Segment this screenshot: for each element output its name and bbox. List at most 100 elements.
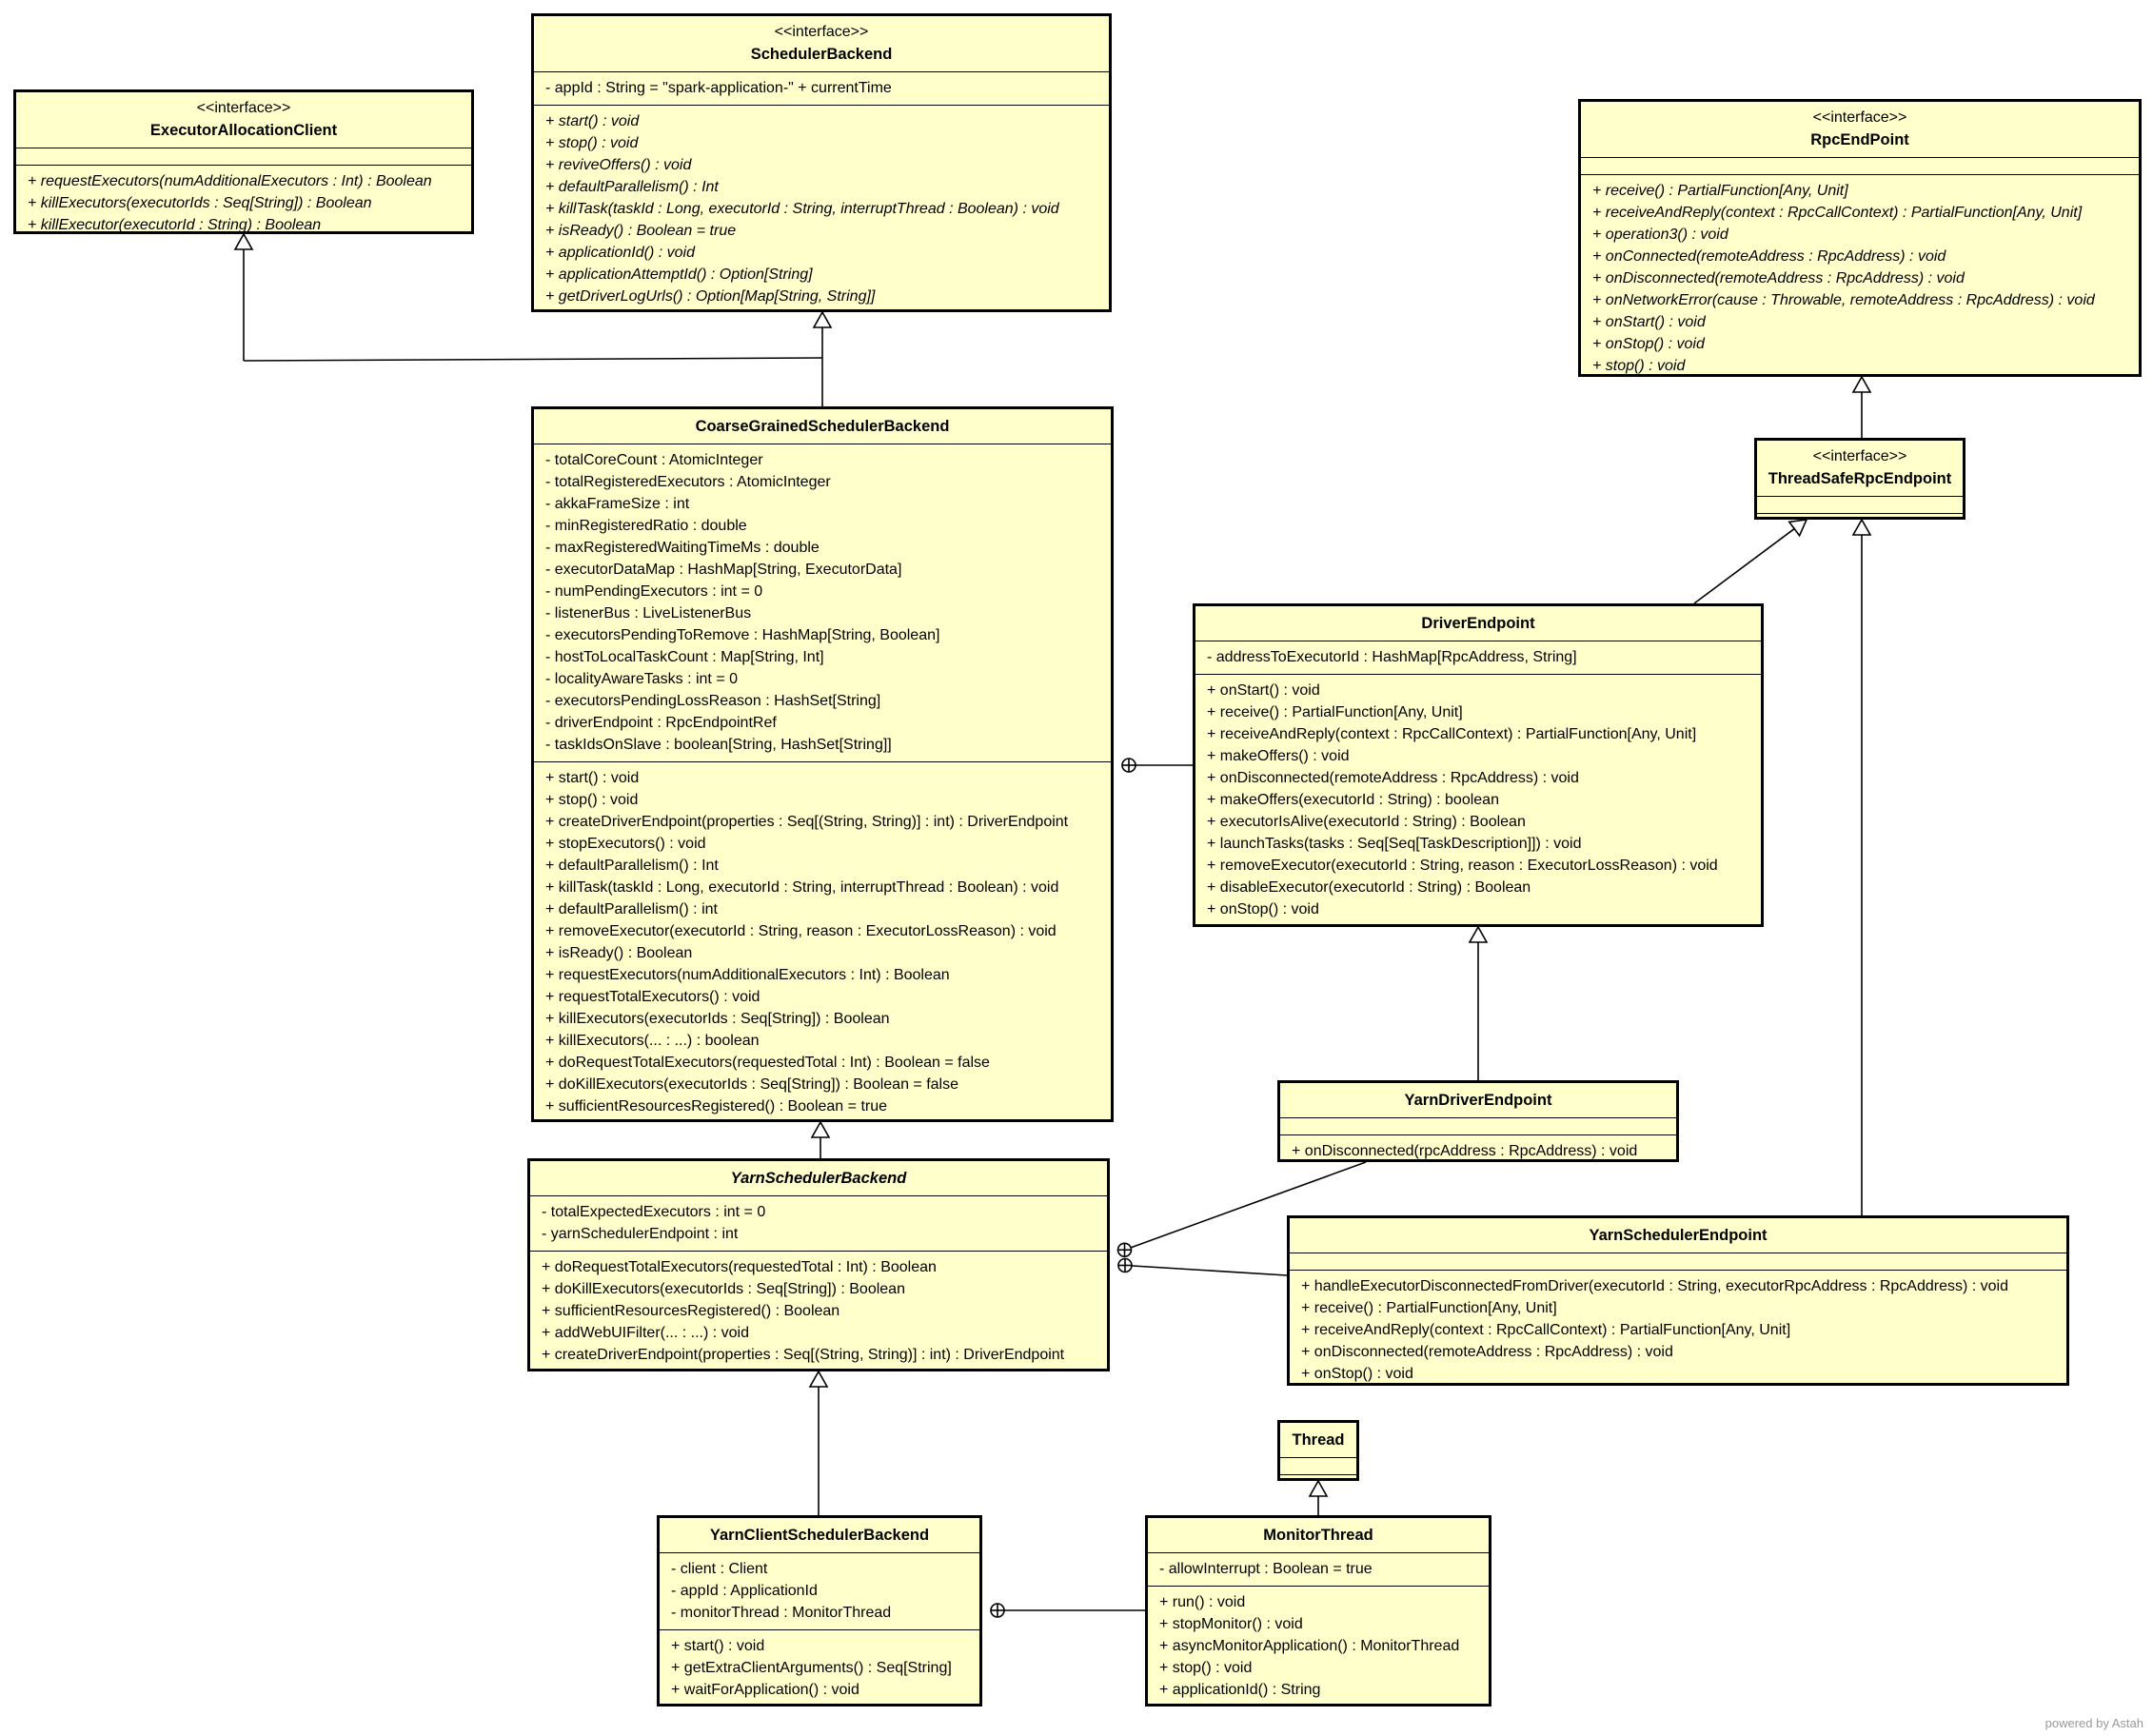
attribute-row: - taskIdsOnSlave : boolean[String, HashS… bbox=[545, 737, 892, 753]
class-header: CoarseGrainedSchedulerBackend bbox=[534, 409, 1111, 444]
operation-row: + isReady() : Boolean bbox=[545, 945, 693, 961]
operation-row: + killExecutor(executorId : String) : Bo… bbox=[28, 217, 322, 233]
attribute-row: - totalRegisteredExecutors : AtomicInteg… bbox=[545, 474, 831, 490]
generalization-arrowhead bbox=[1851, 375, 1872, 393]
generalization-arrowhead bbox=[810, 1120, 831, 1138]
class-name: Thread bbox=[1292, 1431, 1345, 1449]
class-executor-allocation-client[interactable]: <<interface>>ExecutorAllocationClient+ r… bbox=[13, 89, 474, 234]
attribute-compartment: - addressToExecutorId : HashMap[RpcAddre… bbox=[1195, 641, 1761, 675]
operation-row: + onDisconnected(remoteAddress : RpcAddr… bbox=[1301, 1344, 1673, 1360]
class-header: MonitorThread bbox=[1148, 1518, 1489, 1553]
attribute-compartment: - totalCoreCount : AtomicInteger - totalR… bbox=[534, 444, 1111, 762]
class-coarse-grained-scheduler-backend[interactable]: CoarseGrainedSchedulerBackend - totalCore… bbox=[531, 406, 1114, 1122]
operation-row: + doRequestTotalExecutors(requestedTotal… bbox=[542, 1259, 937, 1275]
class-name: ExecutorAllocationClient bbox=[149, 122, 338, 139]
operation-row: + executorIsAlive(executorId : String) :… bbox=[1207, 814, 1526, 830]
operation-compartment: + run() : void + stopMonitor() : void + as… bbox=[1148, 1587, 1489, 1706]
operation-row: + killTask(taskId : Long, executorId : S… bbox=[545, 201, 1059, 217]
class-name: CoarseGrainedSchedulerBackend bbox=[695, 418, 950, 435]
class-thread-safe-rpc-endpoint[interactable]: <<interface>> ThreadSafeRpcEndpoint bbox=[1754, 438, 1965, 520]
class-header: DriverEndpoint bbox=[1195, 606, 1761, 641]
operation-row: + receiveAndReply(context : RpcCallConte… bbox=[1592, 205, 2083, 221]
operation-row: + run() : void bbox=[1159, 1594, 1246, 1610]
class-name: MonitorThread bbox=[1263, 1527, 1373, 1544]
operation-row: + operation3() : void bbox=[1592, 227, 1728, 243]
class-yarn-scheduler-backend[interactable]: YarnSchedulerBackend - totalExpectedExecu… bbox=[527, 1158, 1110, 1371]
attribute-compartment bbox=[1280, 1118, 1676, 1135]
operation-row: + requestExecutors(numAdditionalExecutor… bbox=[28, 173, 432, 189]
generalization-edge-ycsb-to-ysb bbox=[808, 1370, 829, 1515]
class-name: YarnSchedulerBackend bbox=[730, 1170, 907, 1187]
class-driver-endpoint[interactable]: DriverEndpoint - addressToExecutorId : Ha… bbox=[1193, 603, 1764, 927]
operation-row: + start() : void bbox=[545, 770, 640, 786]
class-rpc-end-point[interactable]: <<interface>>RpcEndPoint+ receive() : Pa… bbox=[1578, 99, 2142, 377]
class-stereotype: <<interface>> bbox=[774, 24, 869, 40]
operation-row: + receive() : PartialFunction[Any, Unit] bbox=[1592, 183, 1848, 199]
operation-row: + removeExecutor(executorId : String, re… bbox=[1207, 858, 1718, 874]
footer-text: powered by Astah bbox=[2044, 1716, 2143, 1730]
nesting-edge-yse-to-ysb bbox=[1117, 1257, 1288, 1276]
attribute-compartment bbox=[16, 148, 471, 166]
class-yarn-driver-endpoint[interactable]: YarnDriverEndpoint + onDisconnected(rpcAd… bbox=[1277, 1080, 1679, 1162]
operation-row: + killExecutors(executorIds : Seq[String… bbox=[28, 195, 372, 211]
operation-row: + start() : void bbox=[671, 1638, 765, 1654]
operation-row: + onStop() : void bbox=[1301, 1366, 1413, 1382]
attribute-row: - yarnSchedulerEndpoint : int bbox=[542, 1226, 739, 1242]
class-monitor-thread[interactable]: MonitorThread - allowInterrupt : Boolean … bbox=[1145, 1515, 1491, 1706]
operation-row: + killTask(taskId : Long, executorId : S… bbox=[545, 879, 1059, 896]
generalization-edge-cgsb-to-sb bbox=[812, 310, 833, 406]
attribute-row: - appId : String = "spark-application-" … bbox=[545, 80, 892, 96]
class-header: Thread bbox=[1280, 1423, 1356, 1458]
operation-row: + onStart() : void bbox=[1207, 682, 1320, 699]
operation-row: + addWebUIFilter(... : ...) : void bbox=[542, 1325, 749, 1341]
generalization-edge-de-to-tsre bbox=[1693, 519, 1808, 604]
class-header: <<interface>> SchedulerBackend bbox=[534, 16, 1109, 72]
nesting-edge-de-to-cgsb bbox=[1121, 758, 1193, 773]
operation-row: + isReady() : Boolean = true bbox=[545, 223, 737, 239]
class-name: YarnDriverEndpoint bbox=[1404, 1092, 1552, 1109]
operation-row: + receive() : PartialFunction[Any, Unit] bbox=[1301, 1300, 1557, 1316]
operation-row: + createDriverEndpoint(properties : Seq[… bbox=[542, 1347, 1065, 1363]
attribute-compartment bbox=[1581, 158, 2139, 175]
operation-row: + stop() : void bbox=[1159, 1660, 1253, 1676]
operation-row: + sufficientResourcesRegistered() : Bool… bbox=[542, 1303, 840, 1319]
operation-compartment bbox=[1757, 514, 1963, 530]
attribute-compartment bbox=[1290, 1253, 2066, 1271]
attribute-row: - listenerBus : LiveListenerBus bbox=[545, 605, 752, 621]
operation-row: + requestTotalExecutors() : void bbox=[545, 989, 760, 1005]
class-header: YarnSchedulerEndpoint bbox=[1290, 1218, 2066, 1253]
class-scheduler-backend[interactable]: <<interface>> SchedulerBackend - appId : S… bbox=[531, 13, 1112, 312]
operation-compartment: + doRequestTotalExecutors(requestedTotal… bbox=[530, 1252, 1107, 1371]
attribute-compartment: - allowInterrupt : Boolean = true bbox=[1148, 1553, 1489, 1587]
attribute-row: - totalCoreCount : AtomicInteger bbox=[545, 452, 763, 468]
operation-row: + launchTasks(tasks : Seq[Seq[TaskDescri… bbox=[1207, 836, 1582, 852]
generalization-arrowhead bbox=[808, 1370, 829, 1388]
class-header: YarnSchedulerBackend bbox=[530, 1161, 1107, 1196]
operation-compartment: + receive() : PartialFunction[Any, Unit]… bbox=[1581, 175, 2139, 383]
operation-row: + removeExecutor(executorId : String, re… bbox=[545, 923, 1057, 939]
class-name: ThreadSafeRpcEndpoint bbox=[1768, 470, 1952, 487]
operation-row: + killExecutors(... : ...) : boolean bbox=[545, 1033, 760, 1049]
class-thread[interactable]: Thread bbox=[1277, 1420, 1359, 1481]
attribute-row: - driverEndpoint : RpcEndpointRef bbox=[545, 715, 777, 731]
operation-row: + stopMonitor() : void bbox=[1159, 1616, 1303, 1632]
class-header: <<interface>> ThreadSafeRpcEndpoint bbox=[1757, 441, 1963, 497]
operation-row: + asyncMonitorApplication() : MonitorThr… bbox=[1159, 1638, 1460, 1654]
attribute-compartment bbox=[1757, 497, 1963, 514]
generalization-edge-yse-to-tsre bbox=[1851, 518, 1872, 1215]
operation-row: + doKillExecutors(executorIds : Seq[Stri… bbox=[542, 1281, 905, 1297]
class-yarn-client-scheduler-backend[interactable]: YarnClientSchedulerBackend - client : Cli… bbox=[657, 1515, 982, 1706]
class-name: DriverEndpoint bbox=[1421, 615, 1535, 632]
operation-row: + onDisconnected(rpcAddress : RpcAddress… bbox=[1292, 1143, 1638, 1159]
astah-watermark: powered by Astah bbox=[2045, 1716, 2143, 1730]
class-header: YarnClientSchedulerBackend bbox=[660, 1518, 979, 1553]
class-stereotype: <<interface>> bbox=[1812, 448, 1907, 464]
operation-row: + waitForApplication() : void bbox=[671, 1682, 859, 1698]
operation-compartment: + onStart() : void+ receive() : PartialF… bbox=[1195, 675, 1761, 926]
attribute-row: - totalExpectedExecutors : int = 0 bbox=[542, 1204, 766, 1220]
class-name: SchedulerBackend bbox=[750, 46, 893, 63]
attribute-row: - monitorThread : MonitorThread bbox=[671, 1605, 892, 1621]
attribute-row: - client : Client bbox=[671, 1561, 768, 1577]
operation-row: + receiveAndReply(context : RpcCallConte… bbox=[1301, 1322, 1791, 1338]
class-yarn-scheduler-endpoint[interactable]: YarnSchedulerEndpoint+ handleExecutorDis… bbox=[1287, 1215, 2069, 1386]
